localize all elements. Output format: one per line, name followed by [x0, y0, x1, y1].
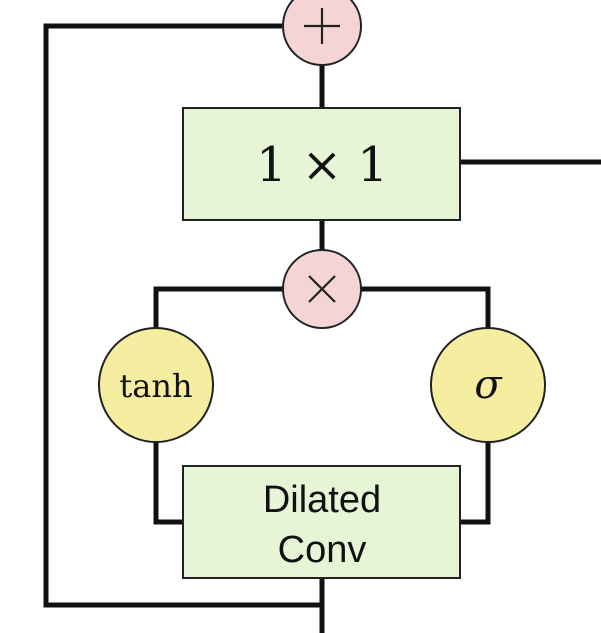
multiply-operator: [282, 249, 362, 329]
add-operator: [282, 0, 362, 66]
residual-connection: [43, 23, 322, 608]
conv1x1-label: 1 × 1: [256, 137, 388, 193]
sigma-to-dilated-wire: [460, 432, 491, 525]
times-icon: [308, 275, 336, 303]
tanh-label: tanh: [119, 367, 192, 405]
multiply-to-sigma-wire: [361, 286, 491, 338]
tanh-activation: tanh: [98, 327, 214, 443]
multiply-to-tanh-wire: [153, 286, 284, 338]
plus-icon: [304, 8, 340, 44]
conv1x1-block: 1 × 1: [182, 107, 461, 221]
sigmoid-label: σ: [474, 362, 503, 408]
dilated-conv-label-line2: Conv: [278, 529, 367, 571]
tanh-to-dilated-wire: [153, 432, 183, 525]
dilated-conv-block: Dilated Conv: [182, 465, 461, 579]
dilated-conv-label-line1: Dilated: [263, 479, 381, 521]
sigmoid-activation: σ: [430, 327, 546, 443]
connections: [43, 23, 601, 633]
